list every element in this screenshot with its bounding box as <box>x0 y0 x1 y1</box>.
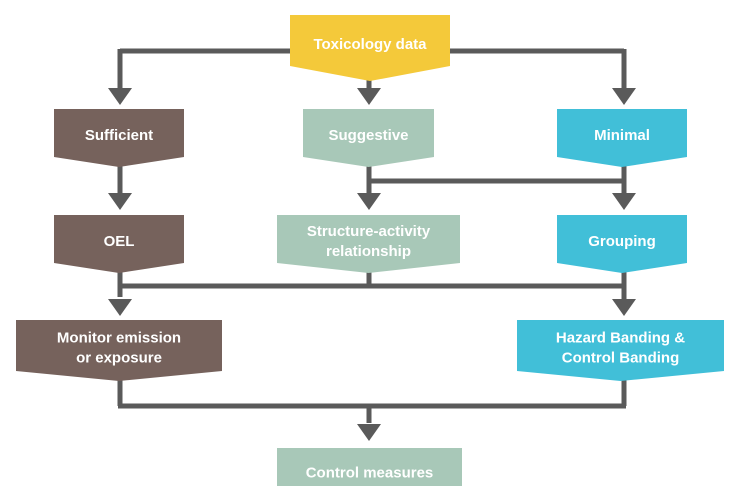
node-grouping-label: Grouping <box>588 233 656 250</box>
node-control-label: Control measures <box>306 465 434 482</box>
node-toxicology-label: Toxicology data <box>313 36 427 53</box>
node-minimal-box <box>557 109 687 167</box>
node-grouping-box <box>557 215 687 273</box>
node-sar-label: Structure-activity <box>307 223 431 240</box>
node-control-box <box>277 448 462 486</box>
arrowhead-monitor <box>108 299 132 316</box>
arrowhead-hazard <box>612 299 636 316</box>
arrowhead-suggestive <box>357 88 381 105</box>
node-suggestive-label: Suggestive <box>328 127 408 144</box>
node-suggestive-box <box>303 109 434 167</box>
node-control: Control measures <box>277 448 462 486</box>
node-oel: OEL <box>54 215 184 273</box>
node-monitor-box <box>16 320 222 381</box>
node-hazard: Hazard Banding & Control Banding <box>517 320 724 381</box>
node-monitor-label: or exposure <box>76 350 162 367</box>
node-sar-box <box>277 215 460 273</box>
arrowhead-control <box>357 424 381 441</box>
arrowhead-sar <box>357 193 381 210</box>
node-hazard-label: Control Banding <box>562 350 679 367</box>
node-monitor-label: Monitor emission <box>57 330 181 347</box>
arrowhead-sufficient <box>108 88 132 105</box>
node-monitor: Monitor emission or exposure <box>16 320 222 381</box>
node-toxicology: Toxicology data <box>290 15 450 81</box>
node-oel-box <box>54 215 184 273</box>
node-oel-label: OEL <box>104 233 135 250</box>
node-hazard-box <box>517 320 724 381</box>
node-minimal: Minimal <box>557 109 687 167</box>
node-sufficient-label: Sufficient <box>85 127 153 144</box>
node-sar: Structure-activity relationship <box>277 215 460 273</box>
node-minimal-label: Minimal <box>594 127 650 144</box>
node-hazard-label: Hazard Banding & <box>556 330 685 347</box>
node-toxicology-box <box>290 15 450 81</box>
node-grouping: Grouping <box>557 215 687 273</box>
arrowhead-grouping <box>612 193 636 210</box>
arrowhead-minimal <box>612 88 636 105</box>
node-sufficient: Sufficient <box>54 109 184 167</box>
arrowhead-oel <box>108 193 132 210</box>
node-suggestive: Suggestive <box>303 109 434 167</box>
node-sar-label: relationship <box>326 243 411 260</box>
node-sufficient-box <box>54 109 184 167</box>
